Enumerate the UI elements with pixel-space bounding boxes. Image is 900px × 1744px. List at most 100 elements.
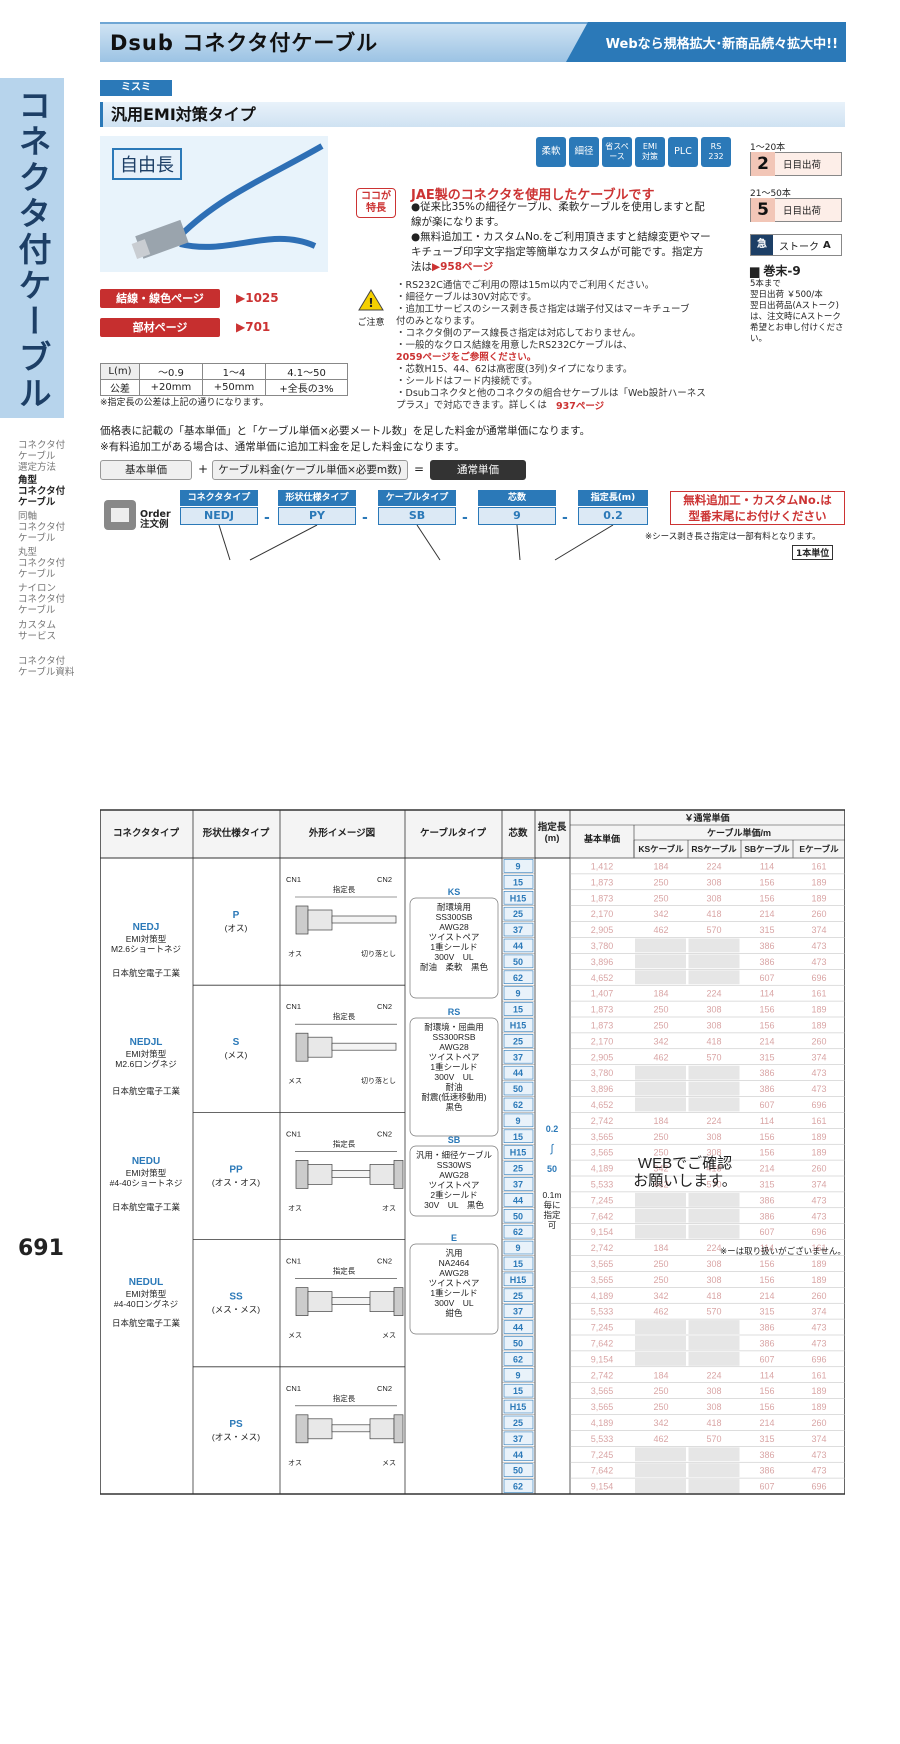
- core-value: 44: [513, 1068, 523, 1078]
- core-value: 62: [513, 1100, 523, 1110]
- price-cell: 189: [811, 1402, 826, 1412]
- price-table: コネクタタイプ形状仕様タイプ外形イメージ図ケーブルタイプ芯数指定長(m)￥通常単…: [100, 809, 845, 1495]
- no-price-cell: [635, 1447, 686, 1462]
- price-cell: 473: [811, 1211, 826, 1221]
- price-cell: 418: [706, 1418, 721, 1428]
- price-cell: 374: [811, 1307, 826, 1317]
- caution-note-4: ・一般的なクロス結線を用意したRS232Cケーブルは、: [396, 340, 633, 351]
- price-cell: 374: [811, 1052, 826, 1062]
- price-cell: 156: [759, 877, 774, 887]
- left-end-label: オス: [288, 1459, 302, 1467]
- side-nav-item[interactable]: コネクタ付 ケーブル資料: [18, 656, 75, 678]
- core-value: 15: [513, 1132, 523, 1142]
- shape-desc: (メス): [225, 1050, 248, 1060]
- no-price-cell: [688, 1479, 740, 1493]
- price-cell: 224: [706, 989, 721, 999]
- no-price-cell: [688, 938, 740, 953]
- price-cell: 214: [759, 909, 774, 919]
- side-nav-item[interactable]: コネクタ付 ケーブル 選定方法: [18, 440, 66, 473]
- tolerance-cell: 公差: [100, 379, 140, 396]
- price-cell: 308: [706, 893, 721, 903]
- cable-body: [331, 915, 397, 924]
- core-cell: [503, 1081, 534, 1096]
- price-cell: 2,170: [591, 1036, 614, 1046]
- price-cell: 386: [759, 1195, 774, 1205]
- no-price-cell: [635, 1224, 686, 1239]
- price-cell: 374: [811, 1434, 826, 1444]
- core-value: 25: [513, 1418, 523, 1428]
- side-nav-item[interactable]: 同軸 コネクタ付 ケーブル: [18, 511, 66, 544]
- tolerance-cell: L(m): [100, 363, 140, 380]
- price-cell: 3,565: [591, 1132, 614, 1142]
- price-cell: 189: [811, 877, 826, 887]
- side-nav-item[interactable]: 丸型 コネクタ付 ケーブル: [18, 547, 66, 580]
- right-end-label: 切り落とし: [361, 949, 396, 958]
- price-cell: 308: [706, 1259, 721, 1269]
- caution-note-5[interactable]: 2059ページをご参照ください。: [396, 352, 537, 363]
- price-cell: 2,742: [591, 1243, 614, 1253]
- connector-right: [393, 1287, 404, 1316]
- wiring-page-button[interactable]: 結線・線色ページ: [100, 289, 220, 308]
- side-nav-item[interactable]: カスタム サービス: [18, 620, 57, 642]
- price-cell: 1,873: [591, 1005, 614, 1015]
- left-end-label: メス: [288, 1077, 302, 1085]
- price-cell: 473: [811, 1084, 826, 1094]
- price-cell: 156: [759, 1259, 774, 1269]
- side-nav-item[interactable]: ナイロン コネクタ付 ケーブル: [18, 583, 66, 616]
- price-cell: 260: [811, 909, 826, 919]
- parts-page-ref[interactable]: ▶701: [236, 320, 271, 334]
- price-cell: 3,565: [591, 1386, 614, 1396]
- caution-note-0: ・RS232C通信でご利用の際は15m以内でご利用ください。: [396, 280, 655, 291]
- connector-hood-left: [307, 909, 333, 931]
- price-cell: 250: [653, 1132, 668, 1142]
- shape-desc: (オス): [225, 923, 248, 933]
- core-cell: [503, 891, 534, 905]
- price-cell: 473: [811, 957, 826, 967]
- kanmatsu-ref[interactable]: ▆ 巻末-9: [750, 264, 801, 278]
- web-promo-banner[interactable]: Webなら規格拡大･新商品続々拡大中!!: [566, 22, 846, 62]
- core-value: 9: [515, 989, 520, 999]
- tag-3: EMI 対策: [635, 137, 665, 167]
- no-price-cell: [635, 1065, 686, 1080]
- price-cell: 3,896: [591, 1084, 614, 1094]
- price-cell: 189: [811, 1005, 826, 1015]
- caution-note-3: ・コネクタ側のアース線長さ指定は対応しておりません。: [396, 328, 641, 339]
- core-cell: [503, 1161, 534, 1175]
- price-cell: 224: [706, 862, 721, 872]
- caution-note-9[interactable]: 937ページ: [556, 401, 605, 412]
- tag-4: PLC: [668, 137, 698, 167]
- core-value: 44: [513, 1195, 523, 1205]
- no-price-cell: [635, 1081, 686, 1096]
- price-cell: 418: [706, 1291, 721, 1301]
- side-nav-item[interactable]: 角型 コネクタ付 ケーブル: [18, 475, 66, 508]
- wiring-page-ref[interactable]: ▶1025: [236, 291, 279, 305]
- core-value: H15: [510, 1275, 527, 1285]
- price-cell: 570: [706, 925, 721, 935]
- core-value: H15: [510, 893, 527, 903]
- price-cell: 7,245: [591, 1450, 614, 1460]
- cable-box: [409, 897, 499, 999]
- parts-page-button[interactable]: 部材ページ: [100, 318, 220, 337]
- brand-badge: ミスミ: [100, 80, 172, 96]
- cn1-label: CN1: [286, 1129, 301, 1138]
- caution-note-2: ・追加工サービスのシース剥き長さ指定は端子付又はマーキチューブ付のみとなります。: [396, 304, 690, 327]
- core-value: 50: [513, 957, 523, 967]
- header-cable: ケーブルタイプ: [420, 827, 486, 839]
- cable-body: [331, 1170, 371, 1178]
- price-cell: 696: [811, 973, 826, 983]
- length-label: 指定長: [333, 1138, 356, 1148]
- price-cell: 184: [653, 1243, 668, 1253]
- order-head-2: ケーブルタイプ: [378, 490, 456, 506]
- price-cell: 250: [653, 1021, 668, 1031]
- price-cell: 156: [759, 893, 774, 903]
- tolerance-cell: +全長の3%: [265, 379, 348, 396]
- no-price-cell: [635, 1208, 686, 1223]
- page-link-958[interactable]: ▶958ページ: [432, 261, 494, 273]
- no-price-cell: [688, 1336, 740, 1350]
- core-value: 15: [513, 1005, 523, 1015]
- connector-code: NEDJL: [130, 1037, 163, 1048]
- order-dash: -: [264, 510, 270, 526]
- price-cell: 473: [811, 1466, 826, 1476]
- page-title: Dsub コネクタ付ケーブル: [110, 31, 379, 55]
